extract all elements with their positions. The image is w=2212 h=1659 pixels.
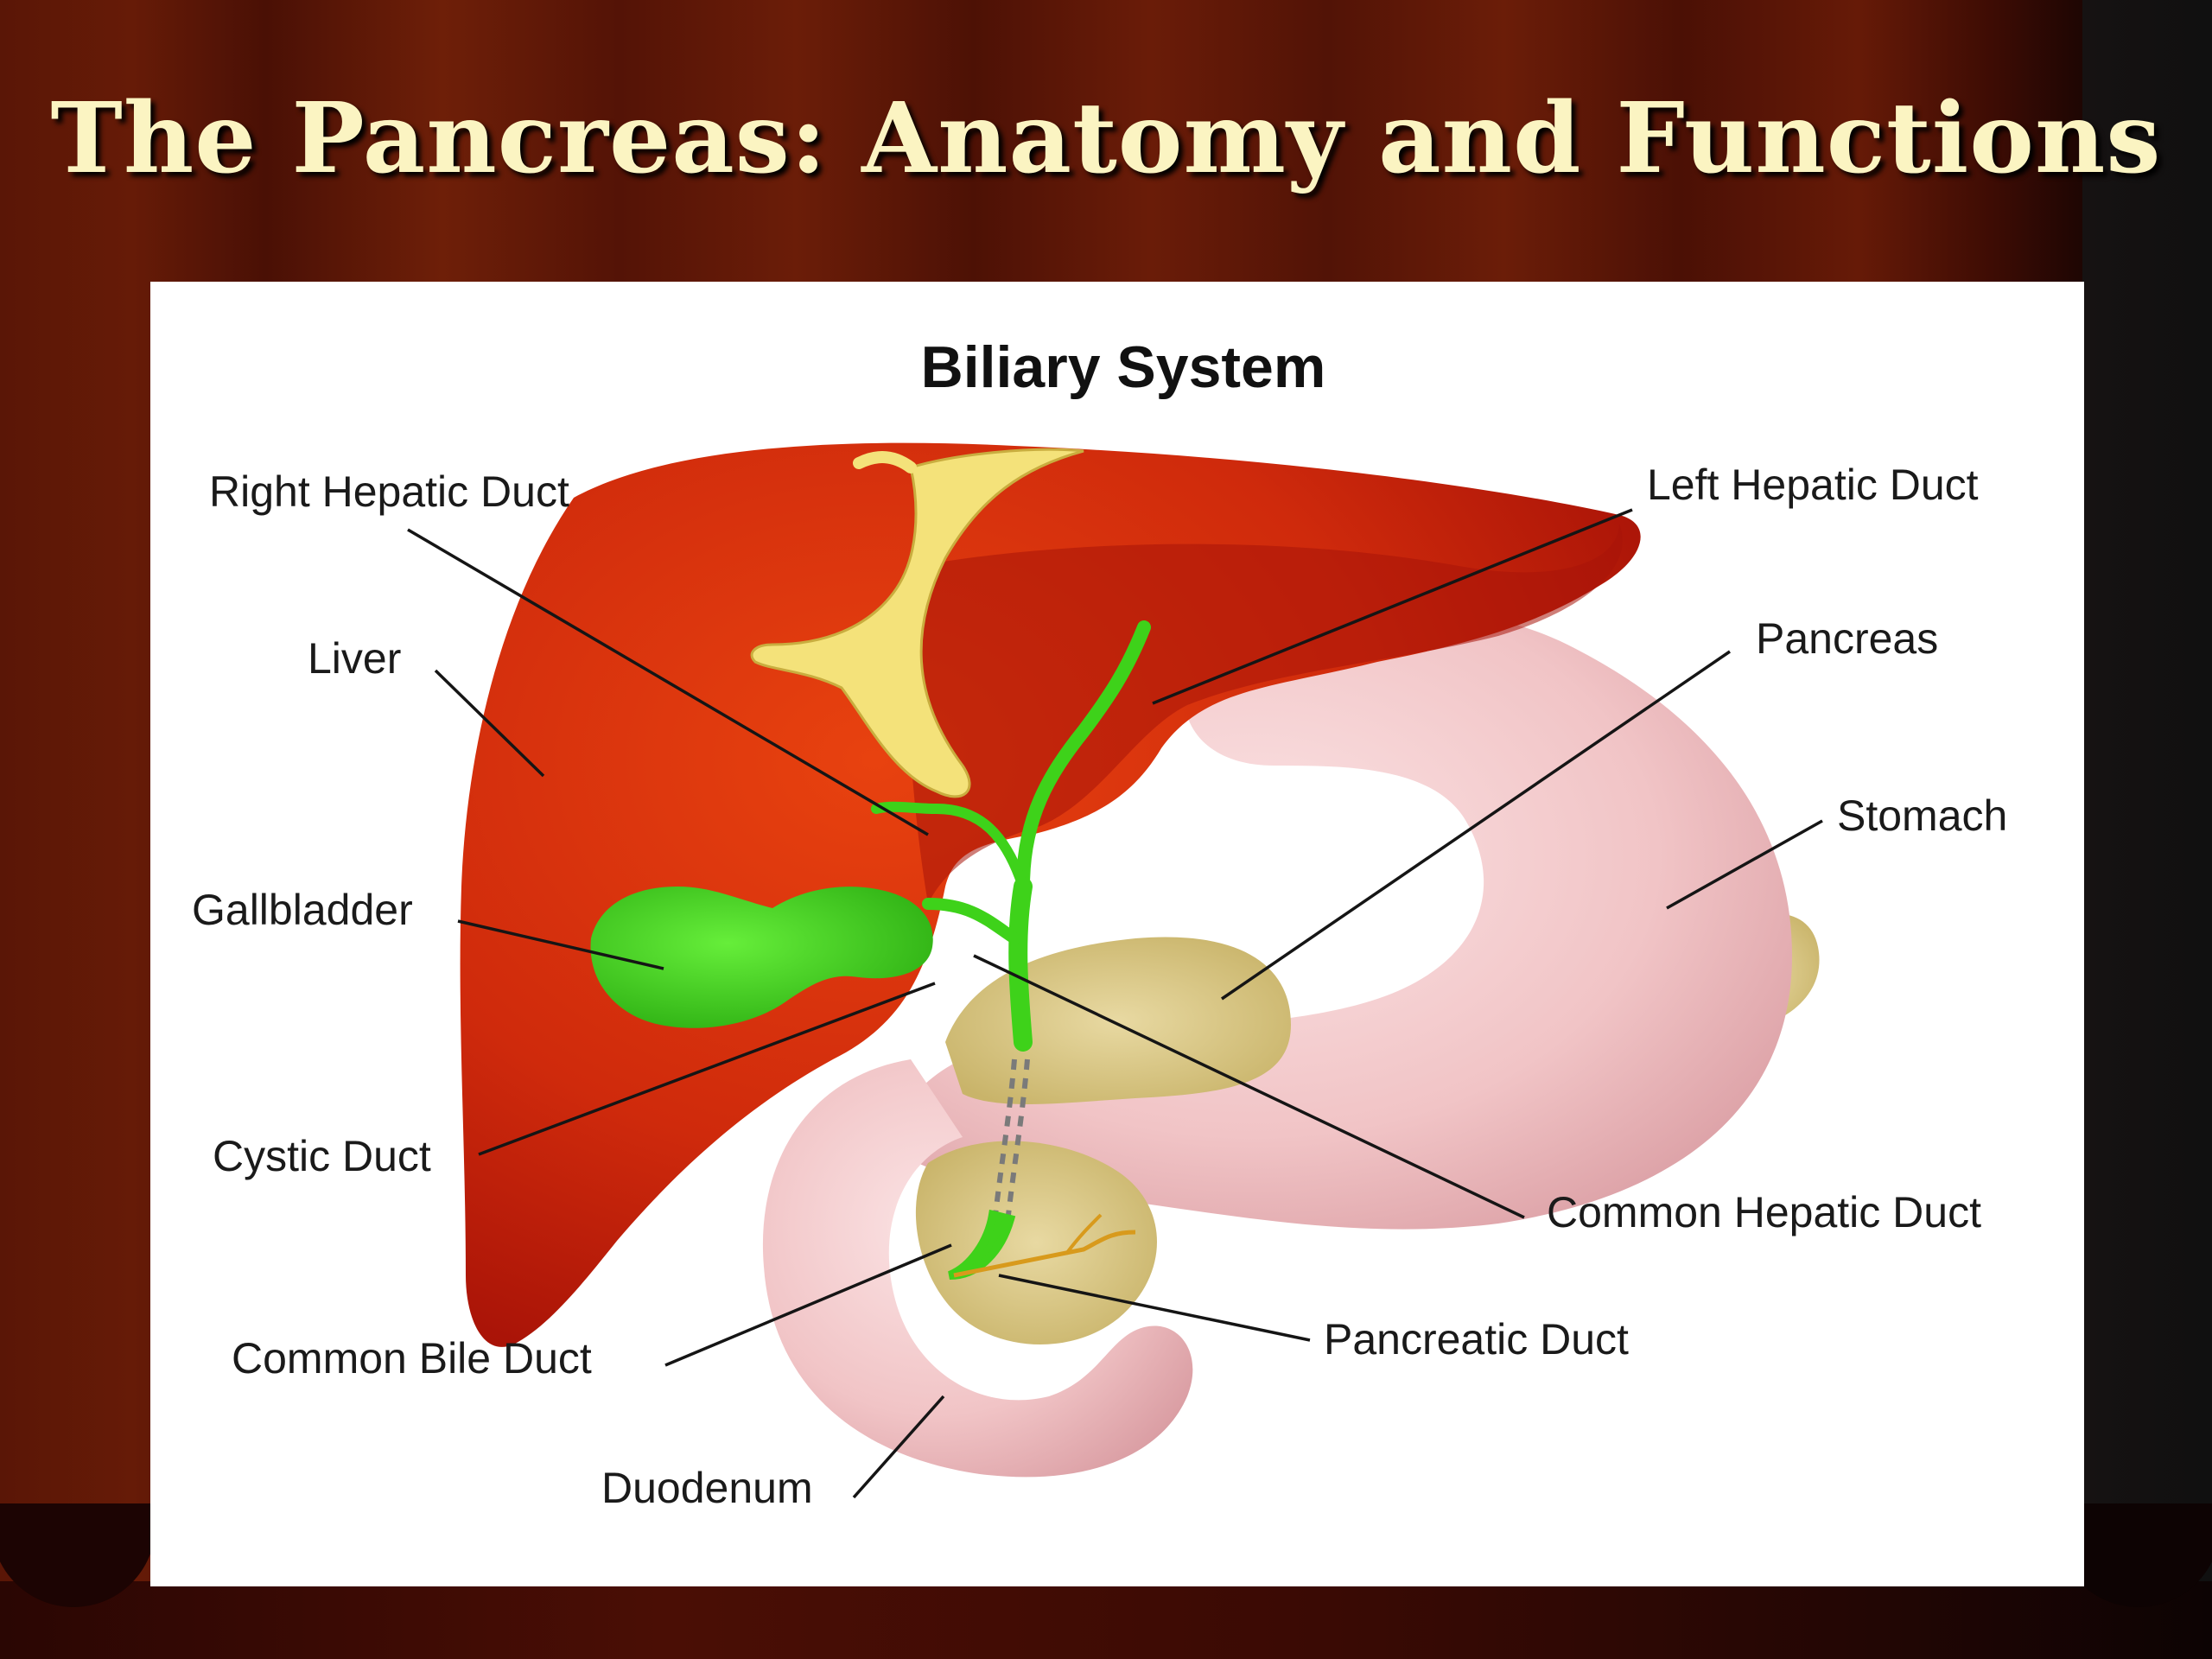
label-cystic-duct: Cystic Duct (213, 1132, 431, 1180)
leader-left-hepatic-duct (1152, 508, 1633, 705)
leader-right-hepatic-duct (407, 528, 929, 836)
common-hepatic-duct-shape (1008, 877, 1033, 1052)
left-hepatic-duct-shape (1016, 620, 1151, 893)
label-left-hepatic-duct: Left Hepatic Duct (1647, 461, 1979, 509)
slide-title: The Pancreas: Anatomy and Functions (50, 82, 2162, 195)
falciform-ligament-branch (853, 451, 917, 474)
curtain-bottom (0, 1581, 2212, 1659)
liver-shape (460, 442, 1641, 1347)
falciform-ligament-shape (750, 448, 1084, 798)
pancreatic-duct-branch (1065, 1213, 1103, 1255)
label-right-hepatic-duct: Right Hepatic Duct (209, 467, 569, 516)
biliary-diagram-svg: Biliary System (192, 334, 2007, 1512)
pancreas-body-shape (945, 937, 1291, 1104)
leader-common-bile-duct (664, 1243, 952, 1367)
right-hepatic-duct-shape (871, 801, 1028, 892)
leader-stomach (1666, 819, 1823, 910)
liver-right-lobe-shading (907, 524, 1623, 904)
label-pancreas: Pancreas (1756, 614, 1938, 663)
label-liver: Liver (308, 634, 401, 683)
label-stomach: Stomach (1837, 791, 2007, 840)
duodenum-shape (762, 1059, 1193, 1478)
pancreatic-duct-shape (953, 1230, 1136, 1278)
leader-cystic-duct (478, 982, 936, 1156)
leader-gallbladder (457, 919, 664, 970)
label-pancreatic-duct: Pancreatic Duct (1324, 1315, 1629, 1363)
curtain-right-band (2082, 0, 2212, 1659)
label-duodenum: Duodenum (601, 1464, 813, 1512)
leader-pancreatic-duct (998, 1274, 1311, 1342)
leader-common-hepatic-duct (973, 954, 1525, 1219)
label-gallbladder: Gallbladder (192, 886, 413, 934)
common-bile-duct-ampulla (947, 1209, 1016, 1280)
label-common-bile-duct: Common Bile Duct (232, 1334, 592, 1382)
leader-pancreas (1221, 650, 1731, 1001)
label-common-hepatic-duct: Common Hepatic Duct (1547, 1188, 1981, 1236)
pancreas-head-shape (915, 1141, 1157, 1344)
gallbladder-shape (590, 887, 933, 1028)
cystic-duct-shape (922, 898, 1020, 944)
common-bile-duct-dashed-2 (1006, 1058, 1030, 1216)
common-bile-duct-dashed (993, 1058, 1017, 1216)
leader-liver (434, 669, 545, 778)
figure-title: Biliary System (921, 334, 1326, 400)
biliary-diagram: Biliary System (150, 282, 2084, 1586)
leader-duodenum (852, 1395, 945, 1499)
